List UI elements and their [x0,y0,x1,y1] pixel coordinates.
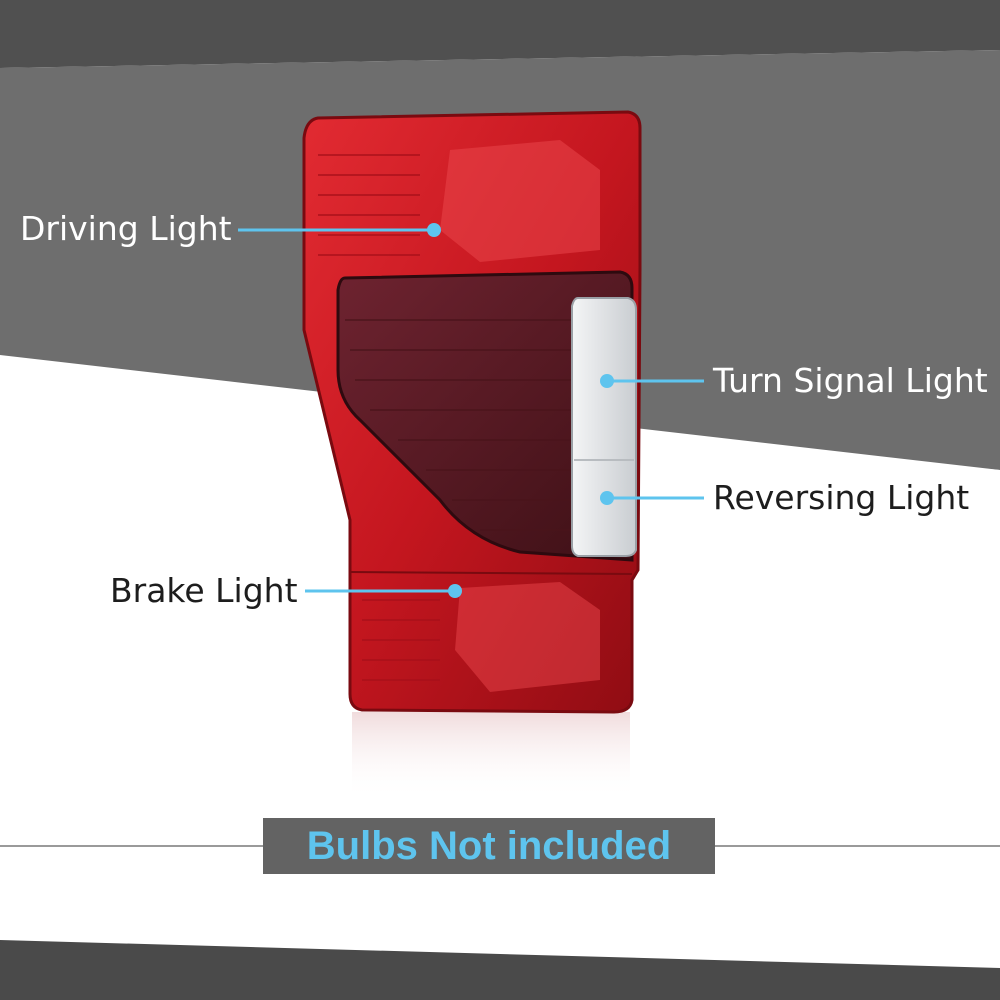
turn-signal-light-label: Turn Signal Light [713,361,988,400]
driving-light-label: Driving Light [20,209,232,248]
smoked-center-panel [336,270,634,562]
callout-leaders [238,223,704,598]
bulbs-notice-banner: Bulbs Not included [263,818,715,874]
brake-light-reflector [455,582,600,692]
brake-light-label: Brake Light [110,571,298,610]
lamp-reflection [352,712,630,800]
tail-light-assembly [302,110,642,714]
top-dark-band [0,0,1000,68]
bottom-dark-band [0,940,1000,1000]
clear-lens [571,297,637,557]
bulbs-notice-text: Bulbs Not included [306,823,672,868]
reversing-light-label: Reversing Light [713,478,970,517]
driving-light-reflector [440,140,600,262]
